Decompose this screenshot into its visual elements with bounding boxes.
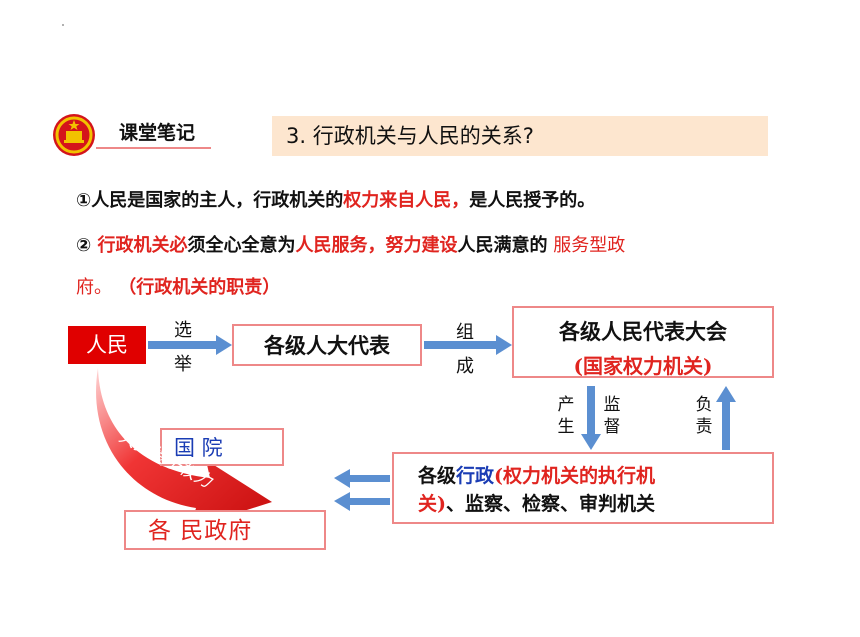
guowuyuan-box: 国 院 <box>160 428 284 466</box>
arrow-xuanju <box>148 335 232 355</box>
renmin-box: 人民 <box>68 326 146 364</box>
p2-text-c: 须全心全意为 <box>187 235 296 256</box>
zhengfu-box: 各 民政府 <box>124 510 326 550</box>
label-fuze: 负 责 <box>694 394 714 438</box>
xz-text-c: (权力机关的执行机 <box>494 465 656 487</box>
dahui-box: 各级人民代表大会 (国家权力机关) <box>512 306 774 378</box>
label-jian: 监 <box>603 395 621 415</box>
p2-text-a: ② <box>76 235 98 256</box>
dahui-subtitle: (国家权力机关) <box>573 354 713 378</box>
notes-title: 课堂笔记 <box>119 122 196 144</box>
arrow-fuze <box>716 386 736 450</box>
p2-text-f: 服务型政 <box>547 235 626 256</box>
paragraph-1: ①人民是国家的主人，行政机关的权力来自人民，是人民授予的。 <box>76 186 595 212</box>
daibiao-box: 各级人大代表 <box>232 324 422 366</box>
arrow-to-zhengfu <box>334 492 390 511</box>
xz-text-a: 各级 <box>418 465 457 487</box>
xz-text-d: 关) <box>418 493 446 515</box>
label-ju: 举 <box>174 354 192 375</box>
p1-text-c: 是人民授予的。 <box>469 190 596 211</box>
label-sheng: 生 <box>557 417 575 437</box>
xz-text-e: 、监察、检察、审判机关 <box>446 493 656 515</box>
p3-text-a: 府。 <box>76 277 112 298</box>
p1-text-b: 权力来自人民， <box>343 190 470 211</box>
label-chan: 产 <box>557 395 575 415</box>
p1-text-a: ①人民是国家的主人，行政机关的 <box>76 190 344 211</box>
p3-text-b: （行政机关的职责） <box>112 277 281 298</box>
arrow-zucheng <box>424 335 512 355</box>
decorative-dot <box>62 24 64 26</box>
paragraph-2: ② 行政机关必须全心全意为人民服务，努力建设人民满意的 服务型政 <box>76 231 625 257</box>
question-banner: 3. 行政机关与人民的关系? <box>272 116 768 156</box>
paragraph-3: 府。 （行政机关的职责） <box>76 273 280 299</box>
label-ze: 责 <box>695 417 713 437</box>
notes-underline <box>96 147 211 149</box>
arrow-to-guowuyuan <box>334 469 390 488</box>
national-emblem-icon <box>53 114 95 156</box>
xz-text-b: 行政 <box>456 465 495 487</box>
p2-text-d: 人民服务，努力建设 <box>295 235 458 256</box>
label-cheng: 成 <box>456 356 474 377</box>
p2-text-b: 行政机关必 <box>97 235 188 256</box>
label-du: 督 <box>603 417 621 437</box>
arrow-chansheng <box>581 386 601 450</box>
p2-text-e: 人民满意的 <box>457 235 548 256</box>
label-xuan: 选 <box>174 320 192 341</box>
label-chansheng: 产 生 <box>556 394 576 438</box>
label-zu: 组 <box>456 322 474 343</box>
label-fu: 负 <box>695 395 713 415</box>
label-jiandu: 监 督 <box>602 394 622 438</box>
big-red-arrow <box>96 368 272 528</box>
xingzheng-box: 各级行政(权力机关的执行机 关)、监察、检察、审判机关 <box>392 452 774 524</box>
dahui-title: 各级人民代表大会 <box>559 319 727 344</box>
